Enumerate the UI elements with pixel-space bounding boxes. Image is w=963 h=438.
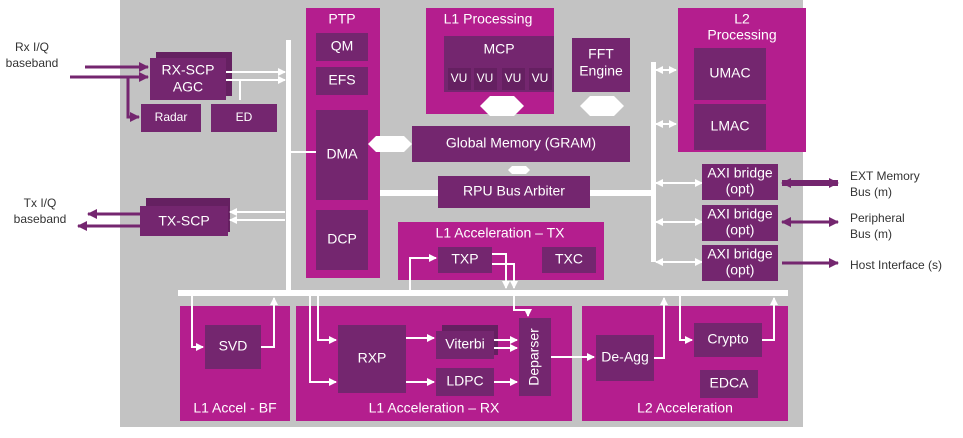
rx-iq-label-line2: baseband — [6, 56, 59, 70]
agc-label: AGC — [173, 79, 203, 95]
left-vertical-bus — [286, 40, 291, 295]
txc-label: TXC — [555, 251, 583, 267]
svd-block[interactable] — [205, 325, 261, 369]
rxp-block[interactable] — [338, 325, 406, 393]
radar-label: Radar — [155, 110, 188, 124]
vu-label-4: VU — [532, 71, 549, 85]
tx-iq-label-line1: Tx I/Q — [24, 196, 57, 210]
l1-processing-title: L1 Processing — [444, 11, 533, 27]
bottom-horizontal-bus — [178, 290, 788, 296]
l1-accel-rx-title: L1 Acceleration – RX — [369, 400, 500, 416]
efs-label: EFS — [328, 72, 355, 88]
axi-bridge-3[interactable] — [702, 245, 778, 281]
dcp-label: DCP — [327, 231, 357, 247]
tx-iq-label-line2: baseband — [14, 212, 67, 226]
ext-memory-label-line1: EXT Memory — [850, 169, 920, 183]
ldpc-block[interactable] — [436, 368, 494, 396]
crypto-label: Crypto — [707, 331, 748, 347]
peripheral-label-line1: Peripheral — [850, 211, 905, 225]
ldpc-label: LDPC — [446, 373, 483, 389]
axi-bridge-1[interactable] — [702, 164, 778, 200]
efs-block[interactable] — [316, 67, 368, 95]
txp-label: TXP — [451, 251, 478, 267]
axi-bridge-1-line2: (opt) — [726, 181, 755, 197]
radar-block[interactable] — [141, 104, 201, 132]
axi-bridge-3-line2: (opt) — [726, 262, 755, 278]
fft-engine-block[interactable] — [572, 38, 630, 92]
vu-label-1: VU — [451, 71, 468, 85]
dma-gram-connector — [368, 136, 412, 152]
ed-block[interactable] — [211, 104, 277, 132]
dma-block[interactable] — [316, 110, 368, 200]
deparser-label: Deparser — [526, 328, 542, 386]
txc-block[interactable] — [542, 247, 596, 273]
global-memory-block[interactable] — [412, 126, 630, 162]
umac-label: UMAC — [709, 65, 750, 81]
l2-accel-title: L2 Acceleration — [637, 400, 733, 416]
ext-memory-label-line2: Bus (m) — [850, 185, 892, 199]
rpu-bus-arbiter-block[interactable] — [438, 176, 590, 208]
axi-bridge-2-line2: (opt) — [726, 222, 755, 238]
tx-scp-label: TX-SCP — [158, 213, 209, 229]
l2-processing-title-line2: Processing — [707, 27, 776, 43]
dma-label: DMA — [326, 146, 358, 162]
vu-block-1[interactable] — [448, 68, 471, 90]
fft-label-line2: Engine — [579, 63, 623, 79]
de-agg-block[interactable] — [596, 335, 654, 381]
vu-label-2: VU — [477, 71, 494, 85]
dcp-block[interactable] — [316, 210, 368, 270]
txp-block[interactable] — [438, 247, 492, 273]
vu-block-4[interactable] — [529, 68, 552, 90]
mcp-gram-connector — [480, 96, 524, 116]
rxp-label: RXP — [358, 350, 387, 366]
qm-label: QM — [331, 38, 354, 54]
lmac-label: LMAC — [711, 118, 750, 134]
mcp-label: MCP — [483, 41, 514, 57]
vu-label-3: VU — [505, 71, 522, 85]
l2-processing-title-line1: L2 — [734, 11, 750, 27]
right-vertical-bus — [651, 62, 656, 262]
l1-accel-tx-title: L1 Acceleration – TX — [436, 225, 566, 241]
qm-block[interactable] — [316, 33, 368, 61]
viterbi-block[interactable] — [436, 331, 494, 359]
lmac-block[interactable] — [694, 104, 766, 150]
deparser-block[interactable] — [519, 318, 551, 396]
peripheral-label-line2: Bus (m) — [850, 227, 892, 241]
gram-arbiter-connector — [508, 166, 530, 174]
rx-scp-agc-block[interactable] — [150, 58, 226, 100]
tx-scp-block[interactable] — [140, 206, 228, 236]
edca-block[interactable] — [700, 370, 758, 398]
svd-label: SVD — [219, 338, 248, 354]
fft-label-line1: FFT — [588, 46, 614, 62]
ptp-title: PTP — [328, 11, 355, 27]
rpu-bus-arbiter-label: RPU Bus Arbiter — [463, 183, 565, 199]
fft-gram-connector — [580, 96, 624, 116]
global-memory-label: Global Memory (GRAM) — [446, 135, 596, 151]
vu-block-2[interactable] — [474, 68, 497, 90]
vu-block-3[interactable] — [502, 68, 525, 90]
axi-bridge-2-line1: AXI bridge — [707, 206, 773, 222]
l1-accel-bf-title: L1 Accel - BF — [193, 400, 276, 416]
host-interface-label: Host Interface (s) — [850, 258, 942, 272]
axi-bridge-1-line1: AXI bridge — [707, 165, 773, 181]
rx-scp-label: RX-SCP — [162, 62, 215, 78]
axi-bridge-3-line1: AXI bridge — [707, 246, 773, 262]
ed-label: ED — [236, 110, 253, 124]
umac-block[interactable] — [694, 48, 766, 100]
edca-label: EDCA — [710, 375, 750, 391]
viterbi-label: Viterbi — [445, 336, 484, 352]
axi-bridge-2[interactable] — [702, 205, 778, 241]
crypto-block[interactable] — [694, 323, 762, 357]
rx-iq-label-line1: Rx I/Q — [15, 40, 49, 54]
de-agg-label: De-Agg — [601, 349, 648, 365]
